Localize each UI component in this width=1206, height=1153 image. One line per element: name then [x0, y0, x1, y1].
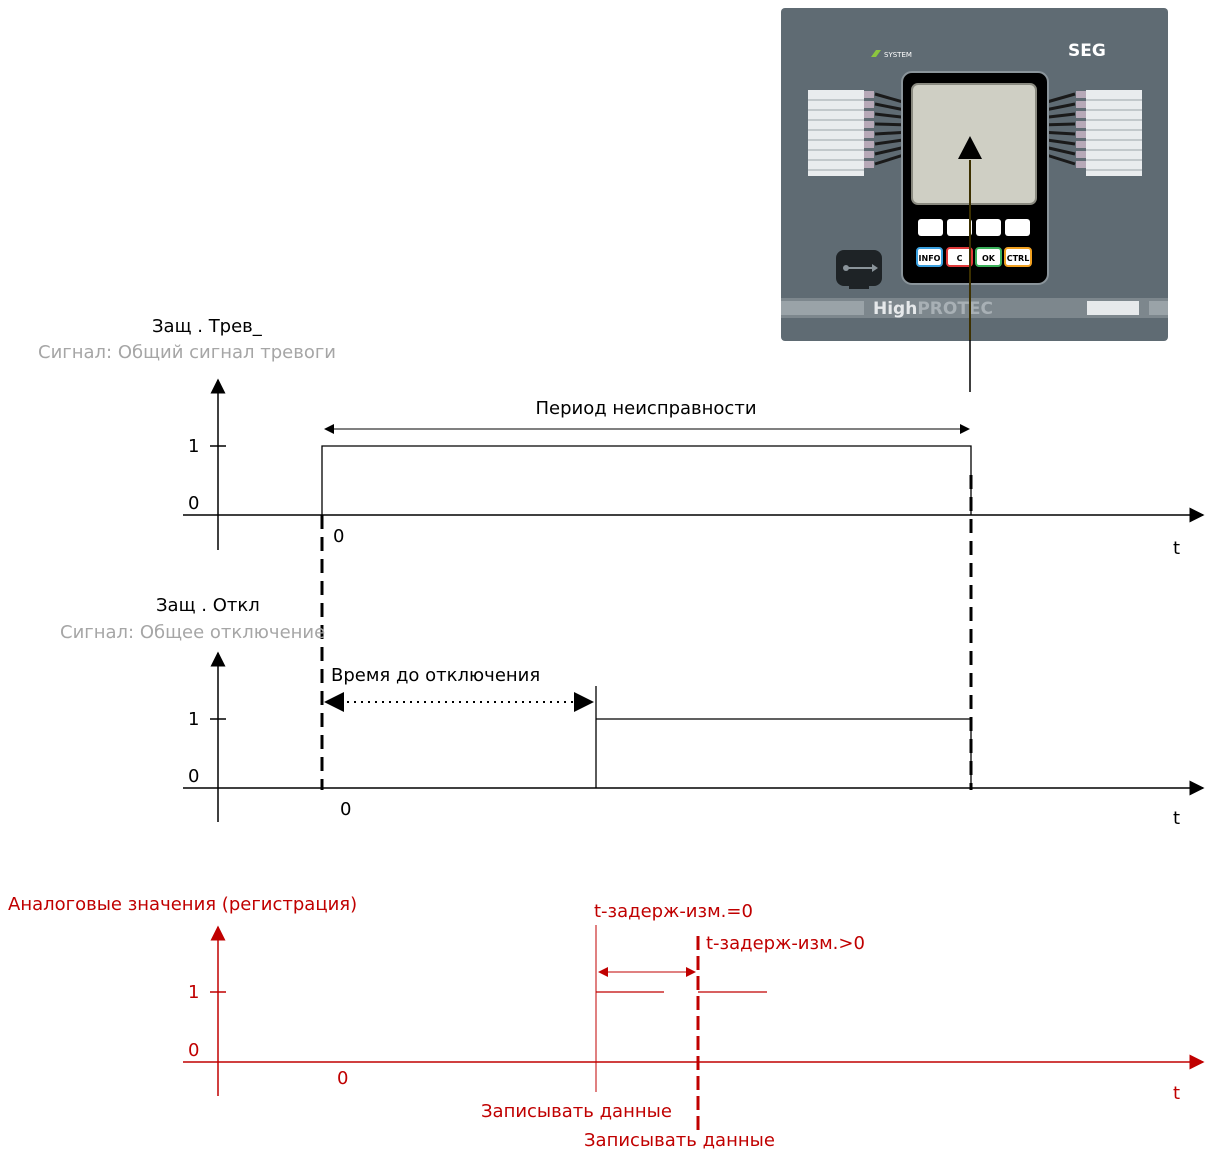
chart1-y-tick-0: 0 — [188, 493, 199, 514]
c-button[interactable]: C — [946, 247, 973, 267]
chart1-x-axis-label: t — [1173, 538, 1180, 559]
chart1-x-origin: 0 — [333, 526, 344, 547]
chart1-y-tick-1: 1 — [188, 436, 199, 457]
usb-port-icon — [836, 250, 882, 289]
softkey-3[interactable] — [976, 219, 1001, 236]
alarm-signal-pulse — [321, 445, 972, 515]
chart3-title: Аналоговые значения (регистрация) — [8, 894, 357, 915]
chart2-x-origin: 0 — [340, 799, 351, 820]
chart3-x-origin: 0 — [337, 1068, 348, 1089]
trip-signal-pulse — [596, 718, 972, 788]
system-logo-icon — [871, 50, 881, 57]
fault-period-label: Период неисправности — [535, 398, 756, 419]
chart2-x-axis-label: t — [1173, 808, 1180, 829]
delay-positive-label: t-задерж-изм.>0 — [706, 933, 865, 954]
left-led-labels — [808, 90, 864, 176]
trip-time-label: Время до отключения — [331, 665, 540, 686]
protection-relay-device: SYSTEM SEG — [781, 8, 1168, 392]
left-led-column — [864, 91, 874, 168]
product-name: HighPROTEC — [873, 299, 993, 319]
bottom-band-right — [1087, 301, 1139, 315]
record-data-label-2: Записывать данные — [584, 1130, 775, 1151]
chart3-y-tick-1: 1 — [188, 982, 199, 1003]
chart2-subtitle: Сигнал: Общее отключение — [60, 622, 325, 643]
brand-right: SEG — [1068, 41, 1106, 61]
delay-zero-label: t-задерж-изм.=0 — [594, 901, 753, 922]
chart-alarm: Защ . Трев_ Сигнал: Общий сигнал тревоги… — [38, 316, 1205, 559]
ok-button[interactable]: OK — [975, 247, 1002, 267]
chart-trip: Защ . Откл Сигнал: Общее отключение 1 0 … — [60, 595, 1205, 829]
c-button-label: C — [957, 254, 963, 263]
softkey-4[interactable] — [1005, 219, 1030, 236]
chart-analog: Аналоговые значения (регистрация) 1 0 0 … — [8, 894, 1205, 1151]
chart3-y-tick-0: 0 — [188, 1040, 199, 1061]
ok-button-label: OK — [982, 254, 996, 263]
chart1-title: Защ . Трев_ — [152, 316, 263, 337]
bottom-band-left — [781, 301, 864, 315]
right-led-labels — [1086, 90, 1142, 176]
chart3-x-axis-label: t — [1173, 1083, 1180, 1104]
device-bottom-band — [781, 298, 1168, 318]
softkey-2[interactable] — [947, 219, 972, 236]
chart2-y-tick-1: 1 — [188, 709, 199, 730]
ctrl-button-label: CTRL — [1007, 254, 1030, 263]
info-button[interactable]: INFO — [916, 247, 943, 267]
record-data-label-1: Записывать данные — [481, 1101, 672, 1122]
chart2-y-tick-0: 0 — [188, 766, 199, 787]
ctrl-button[interactable]: CTRL — [1004, 247, 1032, 267]
brand-left: SYSTEM — [884, 51, 912, 59]
info-button-label: INFO — [919, 254, 941, 263]
softkey-1[interactable] — [918, 219, 943, 236]
chart2-title: Защ . Откл — [156, 595, 260, 616]
chart1-subtitle: Сигнал: Общий сигнал тревоги — [38, 342, 336, 363]
up-arrow-icon — [958, 136, 982, 159]
right-led-column — [1076, 91, 1086, 168]
